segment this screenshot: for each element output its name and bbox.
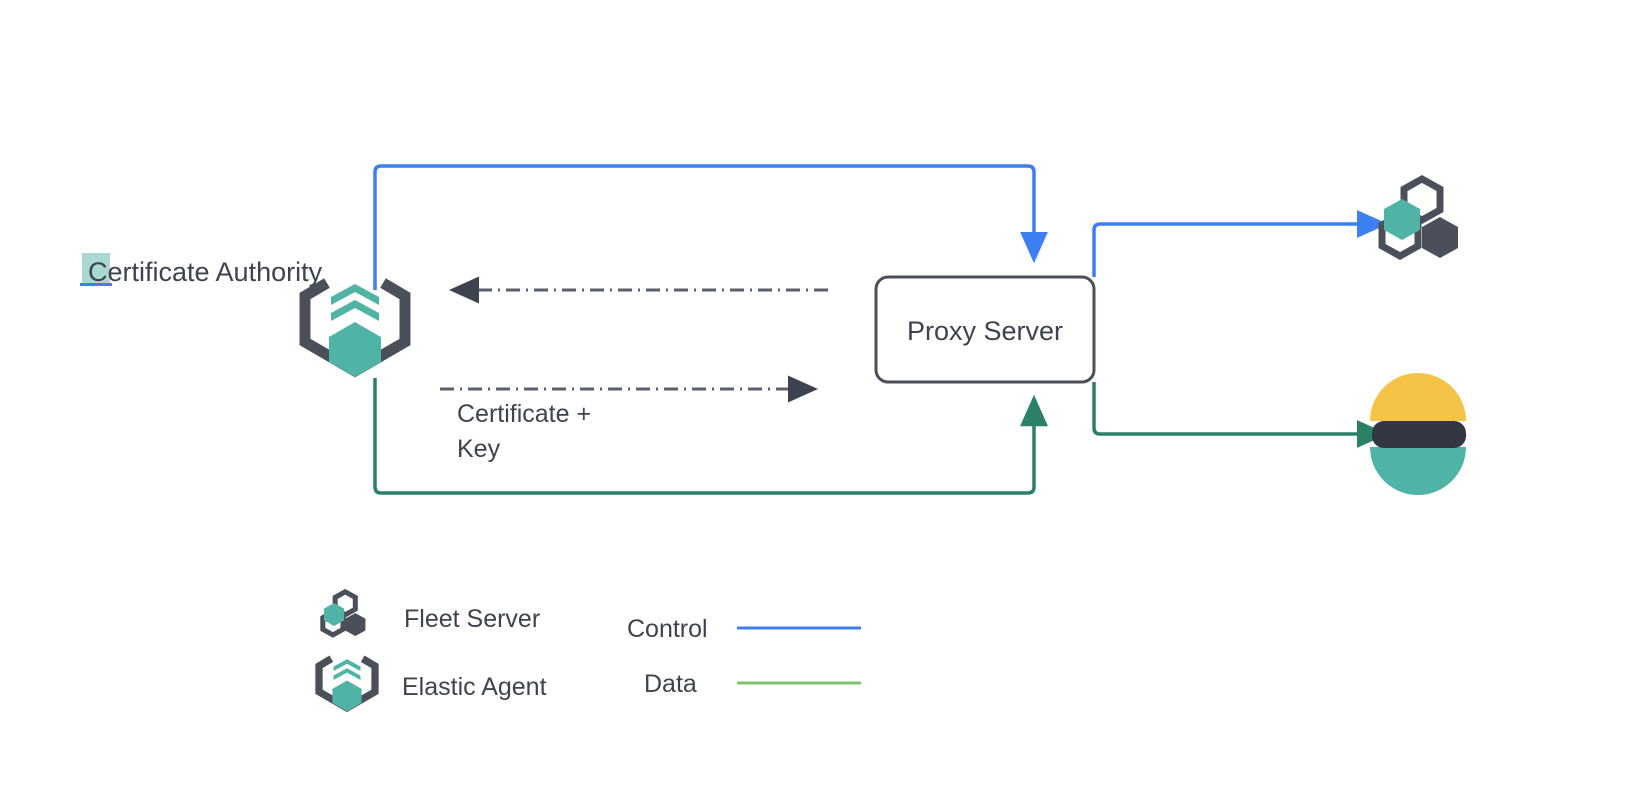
legend-item-fleet-server: Fleet Server [320,588,540,638]
certificate-key-edge-label: Certificate + Key [457,400,591,463]
proxy-server-label: Proxy Server [907,316,1063,346]
legend-elastic-agent-label: Elastic Agent [402,673,547,701]
edge-agent-to-proxy-control [373,164,1048,290]
legend-elastic-agent-icon [315,655,379,713]
certificate-authority-label-group: Certificate Authority [80,253,323,287]
legend-item-elastic-agent: Elastic Agent [315,655,547,713]
legend-control-label: Control [627,615,708,643]
node-proxy-server[interactable]: Proxy Server [874,275,1096,384]
certificate-authority-elastic-agent-icon[interactable] [299,278,411,378]
legend-fleet-server-icon [320,588,366,638]
fleet-server-icon[interactable] [1378,174,1458,261]
elasticsearch-icon[interactable] [1370,373,1466,495]
edge-proxy-to-fleet-control [1092,210,1389,277]
certificate-key-line-2: Key [457,435,501,463]
legend-data-label: Data [644,670,697,698]
text-selection-highlight [82,253,110,285]
text-cursor-underline [80,283,112,286]
certificate-authority-label: Certificate Authority [88,257,323,287]
legend-line-control: Control [627,615,861,643]
edge-proxy-to-elasticsearch-data [1092,382,1389,448]
legend-line-data: Data [644,670,861,698]
certificate-key-line-1: Certificate + [457,400,591,428]
legend-fleet-server-label: Fleet Server [404,605,540,633]
edge-agent-to-proxy-data [373,378,1048,495]
